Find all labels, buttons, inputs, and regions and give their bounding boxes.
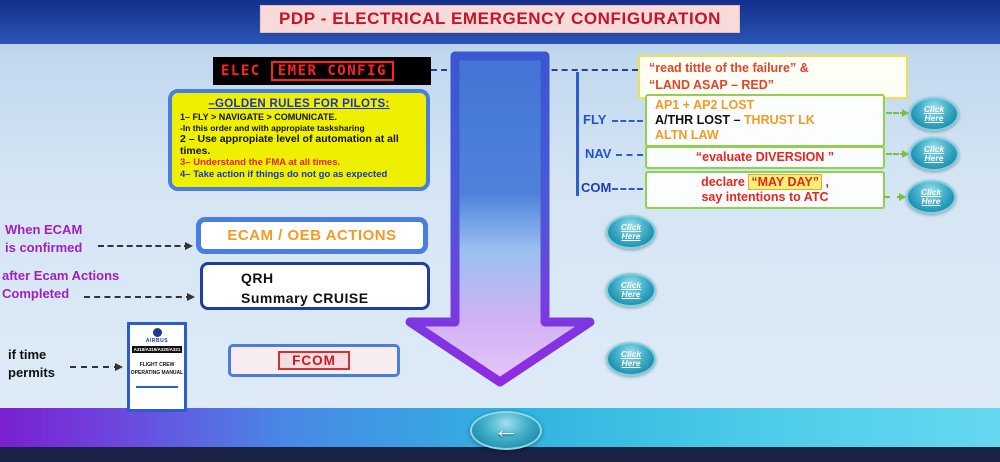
fly-label: FLY	[583, 112, 607, 127]
arrow-fly-to-click	[886, 109, 909, 117]
connector-fly	[612, 120, 643, 122]
ecam-oeb-actions-box: ECAM / OEB ACTIONS	[196, 217, 428, 254]
back-arrow-icon: ←	[493, 413, 519, 444]
arrow-com-to-click	[884, 193, 906, 201]
fly-box-line1: AP1 + AP2 LOST	[655, 98, 755, 112]
fcom-box: FCOM	[228, 344, 400, 377]
mayday-line1: declare “MAY DAY” ,	[701, 174, 829, 190]
golden-rule-4: 4– Take action if things do not go as ex…	[180, 168, 388, 180]
fcom-label: FCOM	[278, 351, 350, 370]
golden-rules-box: –GOLDEN RULES FOR PILOTS: 1– FLY > NAVIG…	[168, 89, 430, 191]
footer-bar	[0, 447, 1000, 462]
golden-rule-2: 2 – Use appropiate level of automation a…	[180, 132, 399, 157]
arrow-nav-to-click	[886, 150, 909, 158]
mayday-highlight: “MAY DAY”	[748, 174, 822, 190]
mayday-box: declare “MAY DAY” , say intentions to AT…	[645, 171, 885, 209]
arrow-to-qrh-box	[84, 293, 195, 301]
arrow-to-fcom-manual	[70, 363, 123, 371]
arrow-to-ecam-box	[98, 242, 193, 250]
fly-box-line2: A/THR LOST – THRUST LK	[655, 113, 815, 127]
note-if-time-permits: if time permits	[8, 347, 55, 380]
mayday-line2: say intentions to ATC	[701, 190, 829, 204]
fly-procedures-box: AP1 + AP2 LOST A/THR LOST – THRUST LK AL…	[645, 94, 885, 147]
ecam-display-failure-title: EMER CONFIG	[270, 61, 394, 81]
ecam-display-prefix: ELEC	[221, 63, 261, 79]
note-when-ecam: When ECAM is confirmed	[5, 222, 83, 255]
connector-nav	[616, 154, 643, 156]
fcom-manual-image: AIRBUS A318/A319/A320/A321 FLIGHT CREW O…	[127, 322, 187, 412]
golden-rule-1: 1– FLY > NAVIGATE > COMUNICATE.	[180, 112, 338, 122]
fly-box-line3: ALTN LAW	[655, 128, 719, 142]
golden-rule-1-sub: -In this order and with appropiate tasks…	[180, 122, 365, 133]
com-label: COM	[581, 180, 612, 195]
nav-label: NAV	[585, 146, 612, 161]
diversion-box: “evaluate DIVERSION ”	[645, 146, 885, 169]
golden-rule-3: 3– Understand the FMA at all times.	[180, 157, 341, 169]
note-after-ecam: after Ecam Actions Completed	[2, 268, 120, 301]
connector-com	[612, 188, 643, 190]
failure-note-line1: “read tittle of the failure” &	[649, 61, 809, 75]
ecam-display: ELEC EMER CONFIG	[213, 57, 431, 85]
golden-rules-title: –GOLDEN RULES FOR PILOTS:	[208, 98, 390, 110]
header-bar: PDP - ELECTRICAL EMERGENCY CONFIGURATION	[0, 0, 1000, 44]
failure-note-line2: “LAND ASAP – RED”	[649, 77, 775, 92]
qrh-summary-box: QRH Summary CRUISE	[200, 262, 430, 310]
fly-nav-com-bracket-line	[576, 72, 579, 196]
airbus-logo-icon	[152, 328, 162, 337]
failure-note-box: “read tittle of the failure” & “LAND ASA…	[638, 55, 908, 99]
flow-arrow	[405, 51, 595, 387]
page-title: PDP - ELECTRICAL EMERGENCY CONFIGURATION	[259, 5, 741, 33]
back-button[interactable]: ←	[470, 411, 542, 450]
